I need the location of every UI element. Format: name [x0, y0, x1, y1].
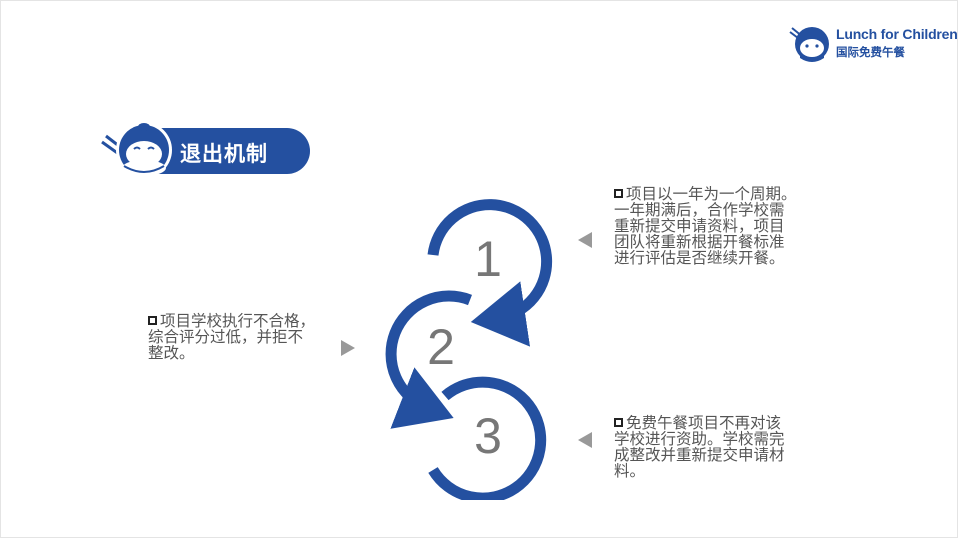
badge-pill	[158, 128, 310, 174]
child-face-icon	[789, 27, 829, 62]
step-1-line: 进行评估是否继续开餐。	[614, 249, 785, 267]
step-3-line: 免费午餐项目不再对该	[614, 415, 785, 431]
logo-chinese-text: 国际免费午餐	[836, 45, 905, 59]
step-number-1: 1	[474, 231, 502, 287]
step-2-line: 项目学校执行不合格，	[148, 313, 315, 329]
step-1-line: 重新提交申请资料，项目	[614, 217, 785, 235]
cycle-arrow-1	[427, 199, 553, 347]
step-2-line: 整改。	[148, 344, 195, 362]
step-number-3: 3	[474, 408, 502, 464]
bullet-square-icon	[614, 189, 623, 198]
section-title: 退出机制	[180, 142, 268, 166]
step-3-description: 免费午餐项目不再对该 学校进行资助。学校需完 成整改并重新提交申请材 料。	[614, 415, 785, 479]
step-2-description: 项目学校执行不合格， 综合评分过低，并拒不 整改。	[148, 313, 315, 361]
child-mascot-icon	[101, 122, 172, 178]
step-1-line: 一年期满后，合作学校需	[614, 201, 785, 219]
bullet-square-icon	[614, 418, 623, 427]
step-2-line: 综合评分过低，并拒不	[148, 328, 304, 346]
step-number-2: 2	[427, 319, 455, 375]
step-3-line: 成整改并重新提交申请材	[614, 446, 785, 464]
step-1-line: 项目以一年为一个周期。	[614, 186, 797, 202]
pointer-triangle-3	[578, 432, 592, 448]
step-3-line: 学校进行资助。学校需完	[614, 430, 785, 448]
bullet-square-icon	[148, 316, 157, 325]
section-title-badge: 退出机制	[100, 118, 314, 182]
cycle-diagram: 1 2 3	[385, 199, 553, 500]
step-3-line: 料。	[614, 462, 646, 480]
step-1-description: 项目以一年为一个周期。 一年期满后，合作学校需 重新提交申请资料，项目 团队将重…	[614, 186, 797, 266]
logo-english-text: Lunch for Children	[836, 26, 958, 42]
step-1-line: 团队将重新根据开餐标准	[614, 233, 785, 251]
brand-logo: Lunch for Children 国际免费午餐	[788, 22, 958, 66]
cycle-arrow-3	[428, 376, 547, 500]
cycle-arrow-2	[385, 290, 472, 429]
pointer-triangle-1	[578, 232, 592, 248]
pointer-triangle-2	[341, 340, 355, 356]
